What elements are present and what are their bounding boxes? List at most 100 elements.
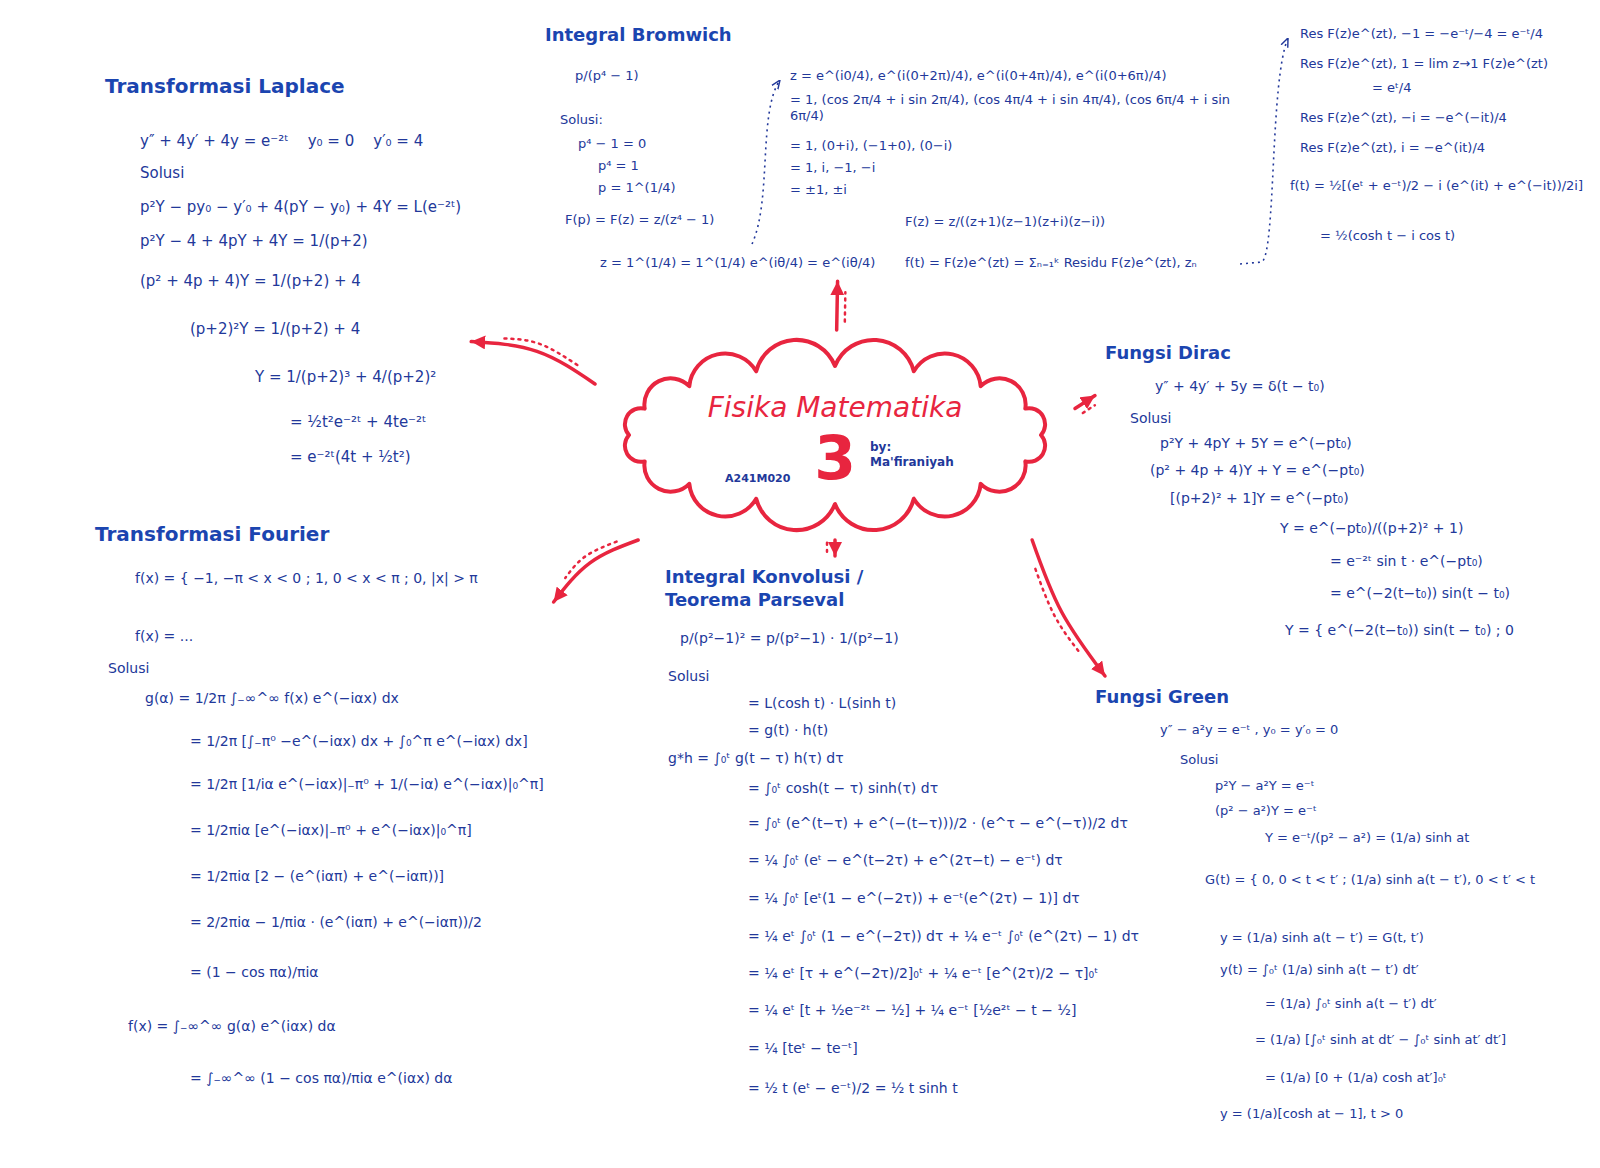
- formula-line: = ¼ [teᵗ − te⁻ᵗ]: [748, 1040, 858, 1058]
- formula-line: = ∫₋∞^∞ (1 − cos πα)/πiα e^(iαx) dα: [190, 1070, 452, 1088]
- topic-section: Integral Bromwich p/(p⁴ − 1) Solusi: p⁴ − 1…: [541, 20, 1594, 275]
- formula-line: = ∫₀ᵗ (e^(t−τ) + e^(−(t−τ)))/2 · (e^τ − …: [748, 815, 1128, 833]
- topic-section: Integral Konvolusi / Teorema Parsevalp/(…: [661, 562, 1143, 1102]
- branch-arrow: [833, 540, 837, 556]
- branch-arrow: [1032, 540, 1105, 676]
- formula-line: = ¼ eᵗ [τ + e^(−2τ)/2]₀ᵗ + ¼ e⁻ᵗ [e^(2τ)…: [748, 965, 1098, 983]
- formula-line: y = (1/a)[cosh at − 1], t > 0: [1220, 1106, 1403, 1122]
- topic-heading: Integral Konvolusi / Teorema Parseval: [665, 566, 955, 611]
- formula-line: = (1/a) ∫₀ᵗ sinh a(t − t′) dt′: [1265, 996, 1437, 1012]
- topic-heading: Fungsi Dirac: [1105, 342, 1231, 365]
- formula-line: F(z) = z/((z+1)(z−1)(z+i)(z−i)): [905, 214, 1105, 230]
- formula-line: = 1/2πiα [2 − (e^(iαπ) + e^(−iαπ))]: [190, 868, 444, 886]
- formula-line: = 2/2πiα − 1/πiα · (e^(iαπ) + e^(−iαπ))/…: [190, 914, 482, 932]
- formula-line: p²Y − 4 + 4pY + 4Y = 1/(p+2): [140, 232, 368, 251]
- topic-section: Fungsi Green y″ − a²y = e⁻ᵗ , y₀ = y′₀ = …: [1091, 682, 1589, 1126]
- formula-line: = (1 − cos πα)/πiα: [190, 964, 319, 982]
- cloud-label: by: Ma'firaniyah: [870, 440, 970, 470]
- branch-arrow: [835, 281, 839, 330]
- topic-heading: Transformasi Fourier: [95, 522, 329, 547]
- formula-line: Solusi:: [560, 112, 603, 128]
- dotted-pointer: [1240, 38, 1288, 264]
- map-title: Fisika Matematika: [595, 390, 1075, 425]
- formula-line: (p+2)²Y = 1/(p+2) + 4: [190, 320, 360, 339]
- formula-line: Res F(z)e^(zt), −1 = −e⁻ᵗ/−4 = e⁻ᵗ/4: [1300, 26, 1543, 42]
- formula-line: p²Y − py₀ − y′₀ + 4(pY − y₀) + 4Y = L(e⁻…: [140, 198, 461, 217]
- topic-section: Transformasi Laplace y″ + 4y′ + 4y = e⁻²ᵗ…: [101, 70, 465, 471]
- formula-line: = ¼ ∫₀ᵗ [eᵗ(1 − e^(−2τ)) + e⁻ᵗ(e^(2τ) − …: [748, 890, 1080, 908]
- formula-line: y″ − a²y = e⁻ᵗ , y₀ = y′₀ = 0: [1160, 722, 1338, 738]
- topic-section: Transformasi Fourier f(x) = { −1, −π < x …: [91, 518, 548, 1092]
- formula-line: = ±1, ±i: [790, 182, 847, 198]
- formula-line: = e⁻²ᵗ(4t + ½t²): [290, 448, 411, 467]
- formula-line: f(x) = ...: [135, 628, 193, 646]
- formula-line: Res F(z)e^(zt), −i = −e^(−it)/4: [1300, 110, 1507, 126]
- formula-line: f(t) = F(z)e^(zt) = Σₙ₌₁ᵏ Residu F(z)e^(…: [905, 255, 1197, 271]
- formula-line: (p² + 4p + 4)Y = 1/(p+2) + 4: [140, 272, 361, 291]
- formula-line: = 1, i, −1, −i: [790, 160, 875, 176]
- formula-line: = g(t) · h(t): [748, 722, 828, 740]
- formula-line: = ∫₀ᵗ cosh(t − τ) sinh(τ) dτ: [748, 780, 938, 798]
- formula-line: = ½t²e⁻²ᵗ + 4te⁻²ᵗ: [290, 413, 426, 432]
- formula-line: Y = e^(−pt₀)/((p+2)² + 1): [1280, 520, 1463, 538]
- formula-line: f(x) = { −1, −π < x < 0 ; 1, 0 < x < π ;…: [135, 570, 478, 588]
- cloud-label: A241M020: [725, 472, 790, 486]
- formula-line: = ½ t (eᵗ − e⁻ᵗ)/2 = ½ t sinh t: [748, 1080, 958, 1098]
- branch-arrow: [554, 540, 639, 602]
- formula-line: p⁴ − 1 = 0: [578, 136, 646, 152]
- cloud-label: 3: [595, 428, 1075, 488]
- formula-line: = L(cosh t) · L(sinh t): [748, 695, 896, 713]
- dotted-trail: [844, 292, 847, 321]
- formula-line: = ½(cosh t − i cos t): [1320, 228, 1455, 244]
- topic-heading: Fungsi Green: [1095, 686, 1229, 709]
- formula-line: (p² − a²)Y = e⁻ᵗ: [1215, 803, 1317, 819]
- formula-line: Solusi: [1130, 410, 1171, 428]
- formula-line: f(t) = ½[(eᵗ + e⁻ᵗ)/2 − i (e^(it) + e^(−…: [1290, 178, 1590, 194]
- formula-line: = e^(−2(t−t₀)) sin(t − t₀): [1330, 585, 1510, 603]
- formula-line: p⁴ = 1: [598, 158, 639, 174]
- formula-line: p²Y − a²Y = e⁻ᵗ: [1215, 778, 1315, 794]
- formula-line: = eᵗ/4: [1372, 80, 1412, 96]
- formula-line: [(p+2)² + 1]Y = e^(−pt₀): [1170, 490, 1349, 508]
- dotted-trail: [1083, 405, 1095, 413]
- formula-line: = e⁻²ᵗ sin t · e^(−pt₀): [1330, 553, 1483, 571]
- formula-line: = 1/2πiα [e^(−iαx)|₋π⁰ + e^(−iαx)|₀^π]: [190, 822, 472, 840]
- formula-line: = (1/a) [0 + (1/a) cosh at′]₀ᵗ: [1265, 1070, 1447, 1086]
- formula-line: y″ + 4y′ + 5y = δ(t − t₀): [1155, 378, 1325, 396]
- branch-arrow: [471, 342, 595, 384]
- formula-line: y″ + 4y′ + 4y = e⁻²ᵗ y₀ = 0 y′₀ = 4: [140, 132, 423, 151]
- formula-line: Y = e⁻ᵗ/(p² − a²) = (1/a) sinh at: [1265, 830, 1469, 846]
- formula-line: F(p) = F(z) = z/(z⁴ − 1): [565, 212, 714, 228]
- formula-line: Res F(z)e^(zt), 1 = lim z→1 F(z)e^(zt): [1300, 56, 1548, 72]
- formula-line: p²Y + 4pY + 5Y = e^(−pt₀): [1160, 435, 1352, 453]
- formula-line: z = e^(i0/4), e^(i(0+2π)/4), e^(i(0+4π)/…: [790, 68, 1166, 84]
- formula-line: = 1/2π [∫₋π⁰ −e^(−iαx) dx + ∫₀^π e^(−iαx…: [190, 733, 528, 751]
- formula-line: p/(p⁴ − 1): [575, 68, 639, 84]
- formula-line: f(x) = ∫₋∞^∞ g(α) e^(iαx) dα: [128, 1018, 336, 1036]
- cloud-node: Fisika Matematika3by: Ma'firaniyahA241M0…: [595, 330, 1075, 540]
- topic-heading: Transformasi Laplace: [105, 74, 345, 99]
- formula-line: Y = 1/(p+2)³ + 4/(p+2)²: [255, 368, 436, 387]
- formula-line: = 1/2π [1/iα e^(−iαx)|₋π⁰ + 1/(−iα) e^(−…: [190, 776, 544, 794]
- dotted-trail: [565, 542, 616, 578]
- formula-line: p = 1^(1/4): [598, 180, 676, 196]
- formula-line: = (1/a) [∫₀ᵗ sinh at dt′ − ∫₀ᵗ sinh at′ …: [1255, 1032, 1506, 1048]
- formula-line: = ¼ eᵗ [t + ½e⁻²ᵗ − ½] + ¼ e⁻ᵗ [½e²ᵗ − t…: [748, 1002, 1076, 1020]
- formula-line: Solusi: [140, 164, 184, 183]
- formula-line: = ¼ ∫₀ᵗ (eᵗ − e^(t−2τ) + e^(2τ−t) − e⁻ᵗ)…: [748, 852, 1063, 870]
- formula-line: z = 1^(1/4) = 1^(1/4) e^(iθ/4) = e^(iθ/4…: [600, 255, 875, 271]
- formula-line: y(t) = ∫₀ᵗ (1/a) sinh a(t − t′) dt′: [1220, 962, 1419, 978]
- formula-line: = 1, (cos 2π/4 + i sin 2π/4), (cos 4π/4 …: [790, 92, 1250, 125]
- formula-line: G(t) = { 0, 0 < t < t′ ; (1/a) sinh a(t …: [1205, 872, 1585, 888]
- branch-arrow: [1075, 396, 1095, 409]
- formula-line: g*h = ∫₀ᵗ g(t − τ) h(τ) dτ: [668, 750, 844, 768]
- formula-line: Solusi: [1180, 752, 1218, 768]
- formula-line: Y = { e^(−2(t−t₀)) sin(t − t₀) ; 0: [1285, 622, 1514, 640]
- topic-heading: Integral Bromwich: [545, 24, 732, 47]
- dotted-trail: [1035, 569, 1078, 651]
- dotted-pointer: [752, 80, 780, 244]
- formula-line: y = (1/a) sinh a(t − t′) = G(t, t′): [1220, 930, 1424, 946]
- formula-line: Solusi: [108, 660, 149, 678]
- formula-line: Solusi: [668, 668, 709, 686]
